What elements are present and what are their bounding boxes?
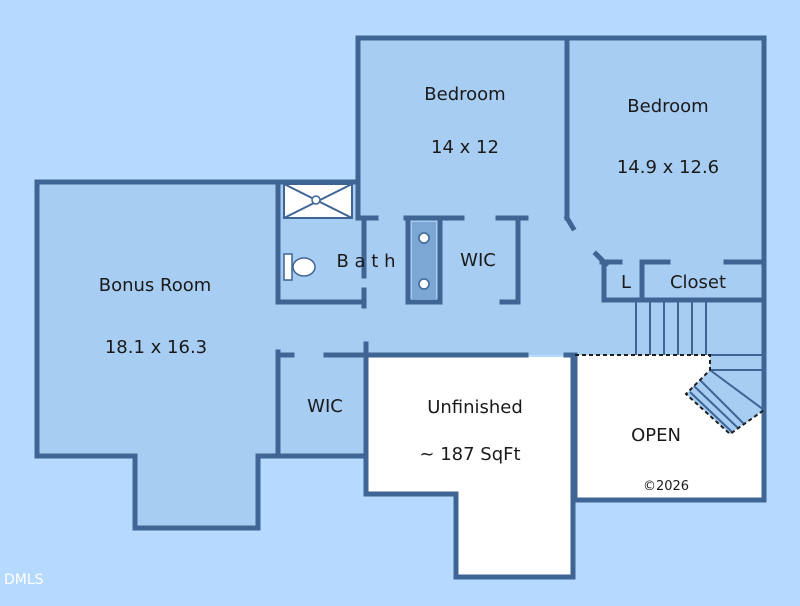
stair-tread <box>689 391 733 433</box>
unfinished-wall <box>363 341 576 580</box>
wic-upper-name: WIC <box>460 250 496 271</box>
walls <box>34 35 767 580</box>
watermark-text: DMLS <box>4 572 44 588</box>
upper-outer-wall <box>355 35 767 503</box>
bedroom1-size: 14 x 12 <box>431 137 499 158</box>
room-labels: Bedroom 14 x 12 Bedroom 14.9 x 12.6 Bonu… <box>4 84 726 588</box>
linen-name: L <box>621 272 631 293</box>
lower-wic-fill <box>278 355 366 456</box>
bonus-room-fill <box>37 182 278 528</box>
unfinished-size: ~ 187 SqFt <box>419 444 520 465</box>
open-to-below-boundary <box>575 354 765 436</box>
bath-name: B a t h <box>336 251 395 272</box>
bonus-room-name: Bonus Room <box>99 275 212 296</box>
open-name: OPEN <box>631 425 681 446</box>
wic-lower-name: WIC <box>307 396 343 417</box>
bonus-room-size: 18.1 x 16.3 <box>105 337 207 358</box>
closet-name: Closet <box>670 272 726 293</box>
toilet-bowl-icon <box>292 257 316 277</box>
bedroom2-name: Bedroom <box>627 96 708 117</box>
sink-icon-upper <box>418 232 430 244</box>
unfinished-fill <box>368 357 573 577</box>
bedroom2-size: 14.9 x 12.6 <box>617 157 719 178</box>
unfinished-name: Unfinished <box>427 397 523 418</box>
fixtures <box>283 183 765 436</box>
stair-fill <box>636 300 764 434</box>
bedroom1-name: Bedroom <box>424 84 505 105</box>
stair-tread <box>693 385 739 429</box>
bedroom2-door-swing <box>563 214 577 232</box>
shower-drain-icon <box>311 195 321 205</box>
stair-treads <box>635 300 765 433</box>
stair-tread <box>709 369 765 411</box>
stair-tread <box>699 379 745 425</box>
bonus-outer-wall <box>34 179 281 531</box>
sink-icon-lower <box>418 278 430 290</box>
copyright-text: ©2026 <box>643 479 689 494</box>
toilet-tank-icon <box>283 253 293 281</box>
